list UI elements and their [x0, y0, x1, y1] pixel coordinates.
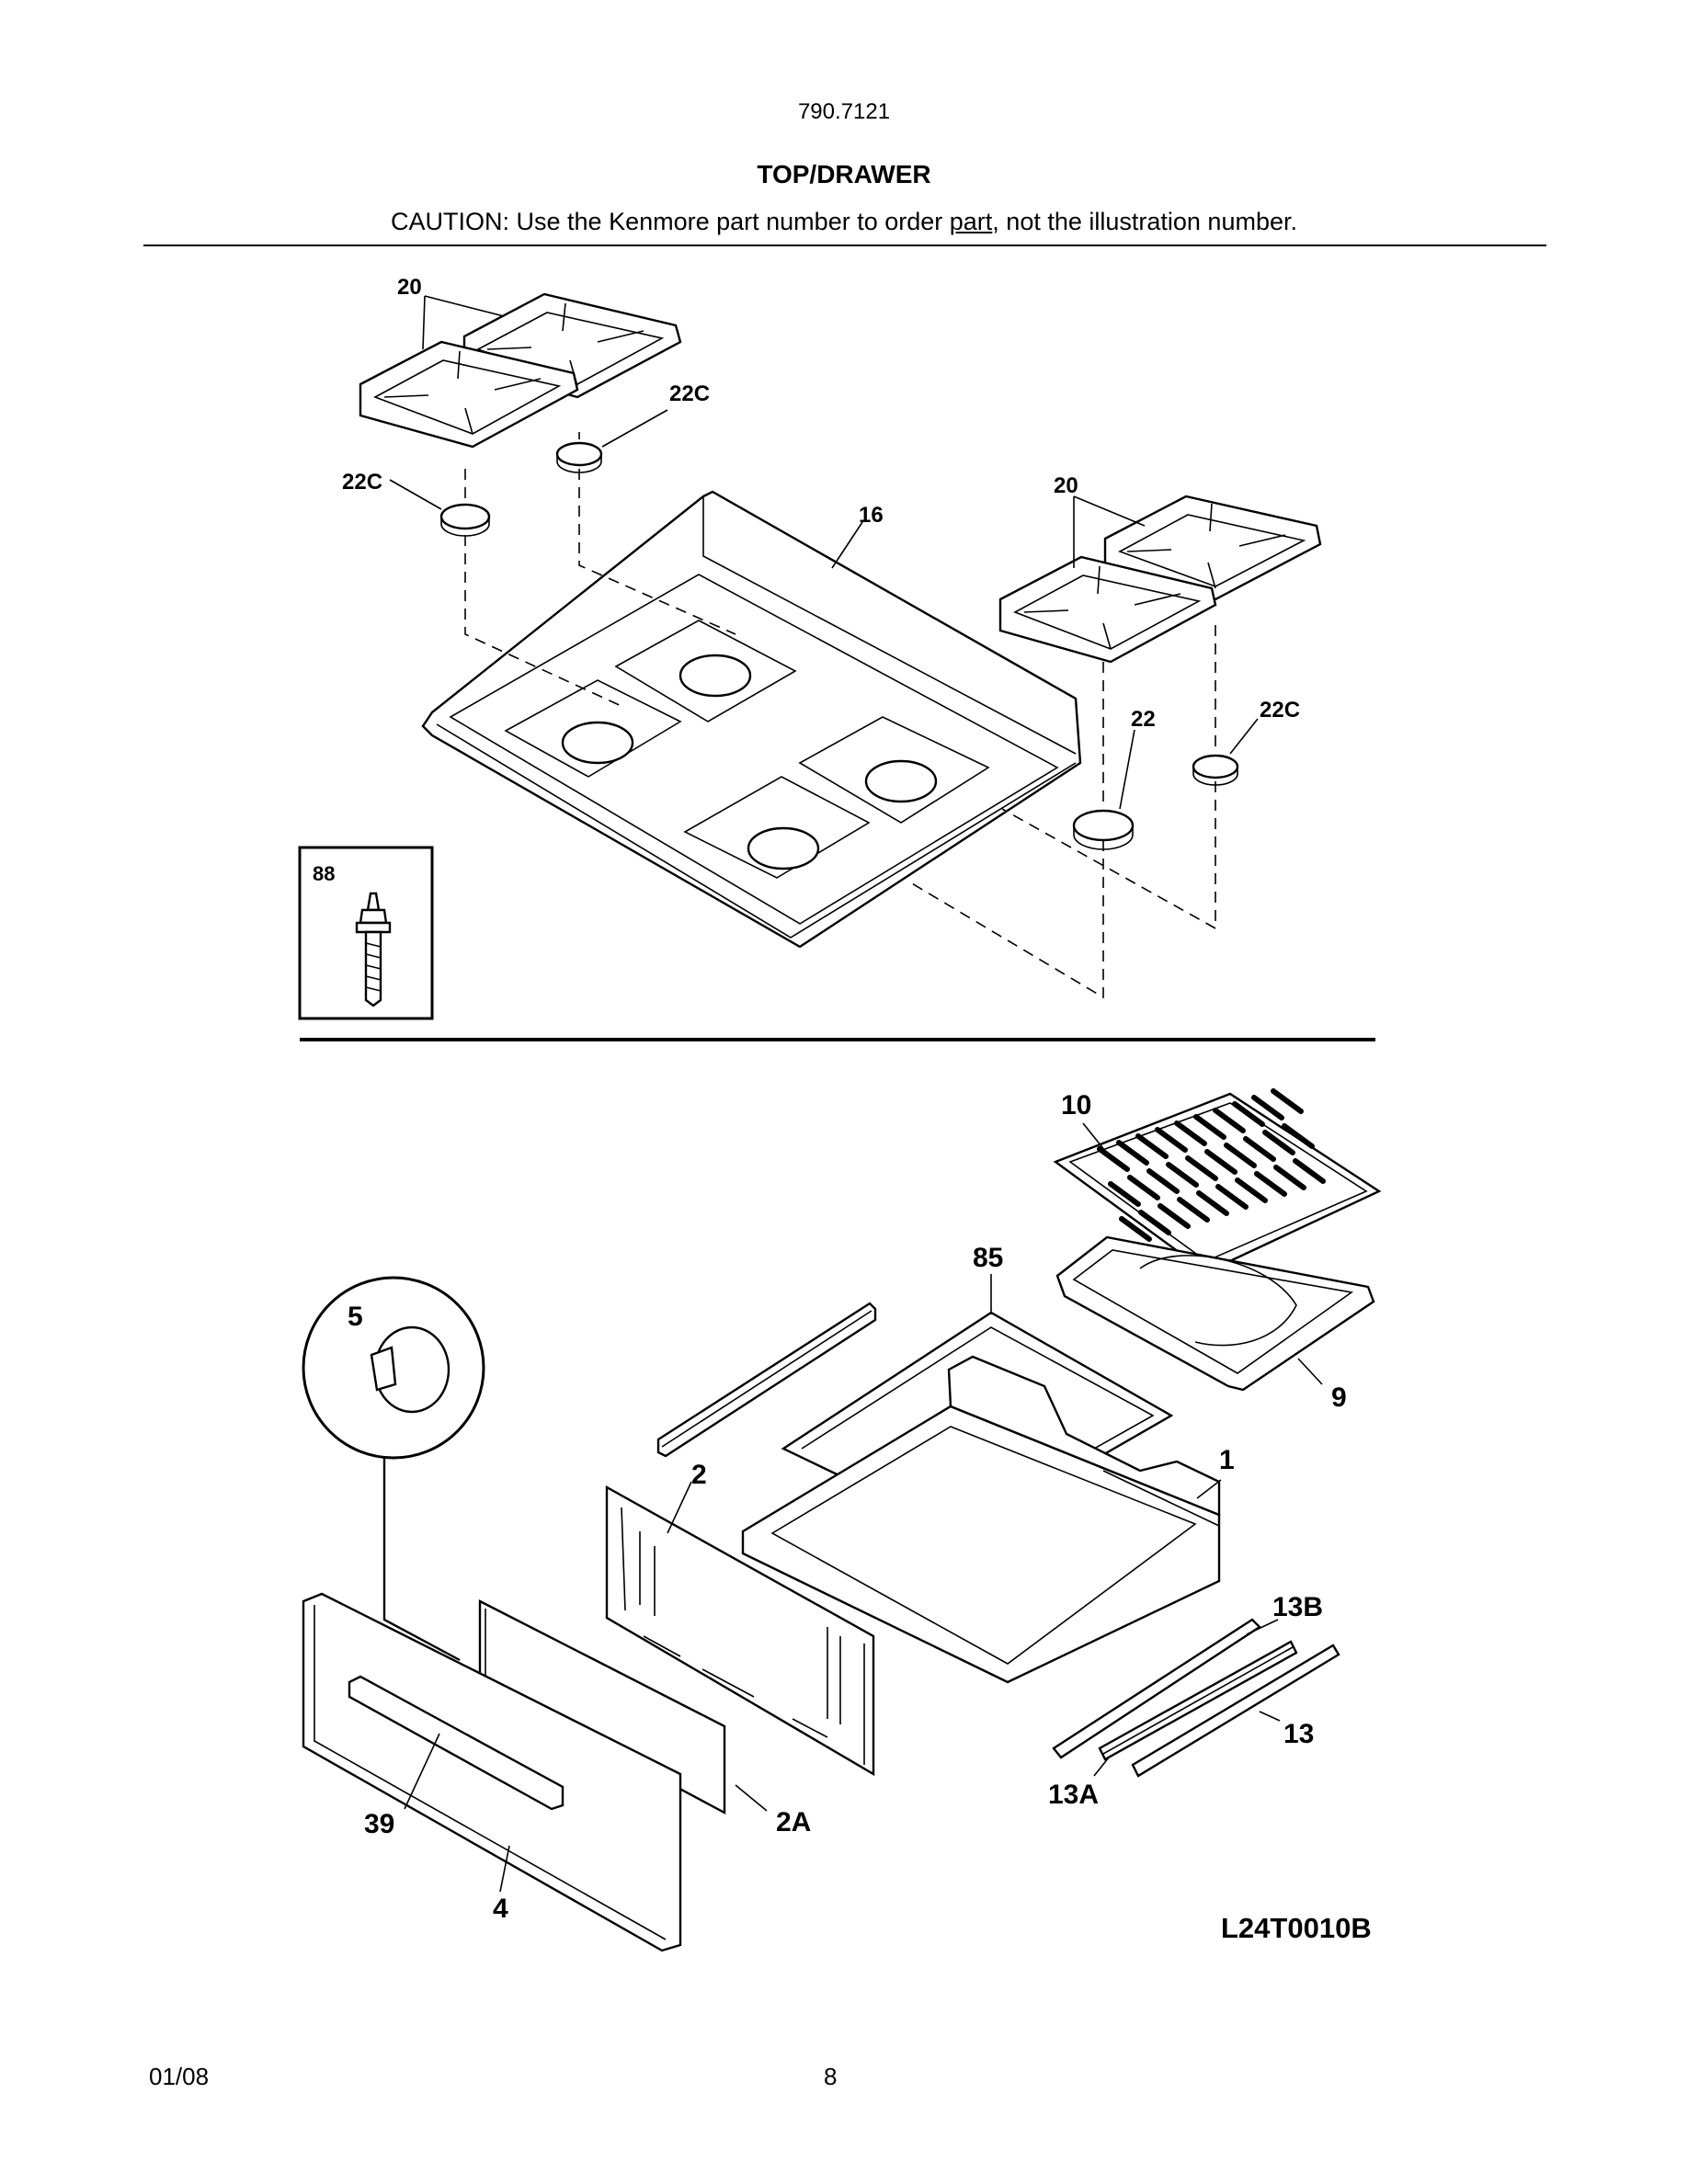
- leader-lines-bottom: [404, 1122, 1323, 1893]
- alignment-dashes-top: [464, 432, 1216, 999]
- footer-page-number: 8: [824, 2063, 838, 2090]
- model-number: 790.7121: [797, 99, 891, 124]
- caution-underlined-word: part: [949, 208, 993, 235]
- caution-text-end: , not the illustration number.: [992, 208, 1297, 235]
- leader-lines-top: [389, 295, 1259, 810]
- callout-88: 88: [313, 862, 335, 885]
- footer-date: 01/08: [149, 2063, 210, 2090]
- section-divider: [300, 1038, 1375, 1041]
- callout-39: 39: [364, 1809, 394, 1839]
- callout-1: 1: [1219, 1445, 1235, 1475]
- illustration-reference-code: L24T0010B: [1221, 1912, 1372, 1944]
- knob-inset: [302, 1276, 485, 1662]
- callout-13b: 13B: [1272, 1592, 1323, 1622]
- drawer-front-panel: [302, 1592, 682, 1952]
- callout-9: 9: [1331, 1382, 1347, 1413]
- caution-note: CAUTION: Use the Kenmore part number to …: [0, 208, 1688, 236]
- cooktop-main-top: [421, 490, 1082, 949]
- right-burner-caps: [1072, 754, 1239, 850]
- drawer-body: [741, 1355, 1221, 1684]
- right-grate-pair: [998, 495, 1322, 664]
- side-rail-left: [656, 1302, 877, 1458]
- callout-20-left: 20: [397, 275, 422, 300]
- drawer-back-panel: [605, 1484, 875, 1777]
- callout-20-right: 20: [1054, 473, 1078, 498]
- header-divider: [143, 245, 1546, 246]
- callout-2: 2: [691, 1460, 707, 1490]
- callout-22c-left: 22C: [342, 470, 382, 495]
- drawer-slide-rails: [1052, 1618, 1340, 1778]
- callout-2a: 2A: [776, 1807, 811, 1837]
- left-grate-pair: [359, 292, 682, 449]
- broiler-pan: [1055, 1235, 1375, 1392]
- callout-5: 5: [348, 1302, 363, 1332]
- drawer-front-inner-panel: [478, 1599, 726, 1815]
- callout-22c-right: 22C: [1260, 698, 1300, 722]
- callout-85: 85: [973, 1243, 1003, 1273]
- section-title: TOP/DRAWER: [757, 160, 931, 188]
- broiler-grid: [1053, 1088, 1382, 1274]
- callout-22c-upper: 22C: [669, 381, 710, 406]
- callout-16: 16: [859, 503, 884, 528]
- callout-13a: 13A: [1048, 1780, 1099, 1810]
- caution-text-start: CAUTION: Use the Kenmore part number to …: [391, 208, 950, 235]
- callout-4: 4: [493, 1894, 508, 1924]
- callout-10: 10: [1061, 1090, 1091, 1120]
- callout-22: 22: [1131, 707, 1156, 732]
- callout-13: 13: [1283, 1719, 1314, 1749]
- screw-inset-box: [298, 846, 434, 1020]
